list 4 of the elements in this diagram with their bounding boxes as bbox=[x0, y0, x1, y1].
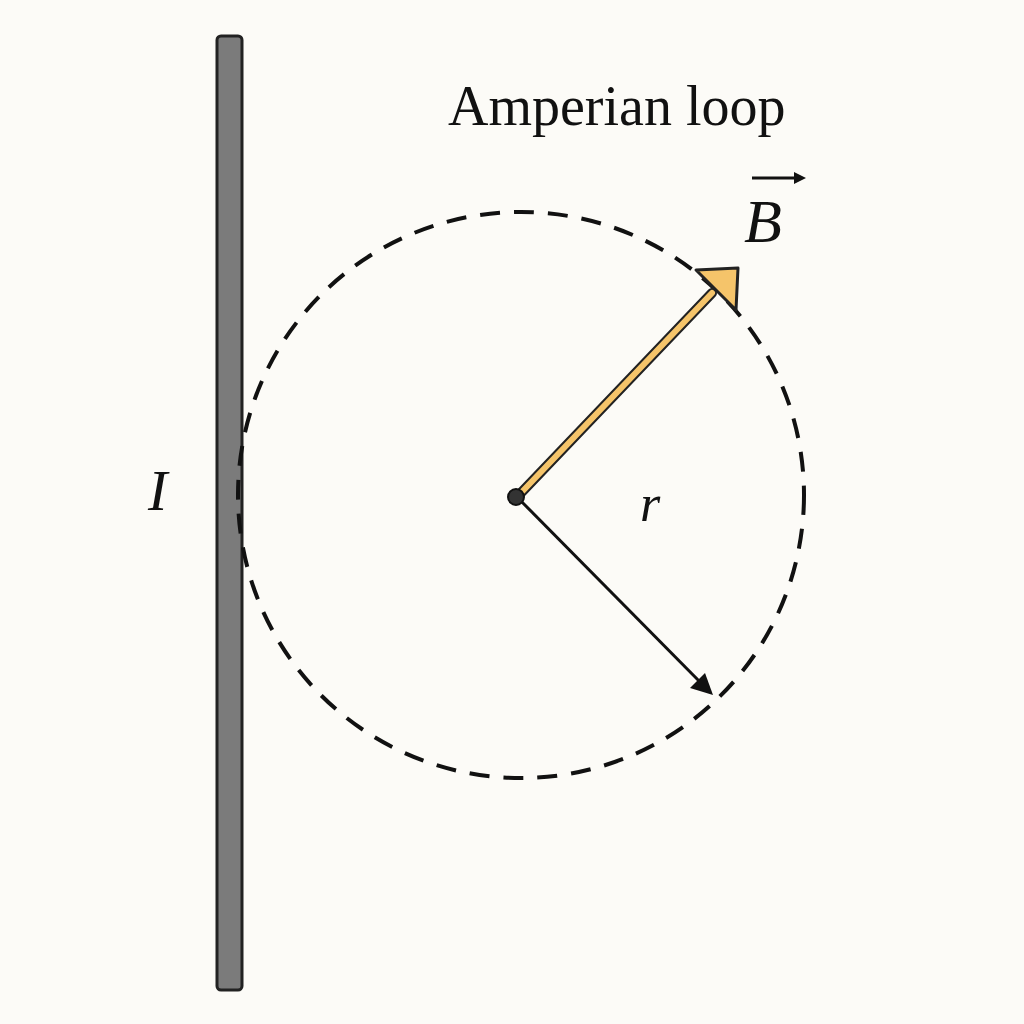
current-symbol: I bbox=[148, 462, 168, 520]
radius-symbol: r bbox=[640, 478, 661, 530]
field-symbol: B bbox=[744, 190, 782, 252]
current-wire bbox=[215, 34, 244, 992]
